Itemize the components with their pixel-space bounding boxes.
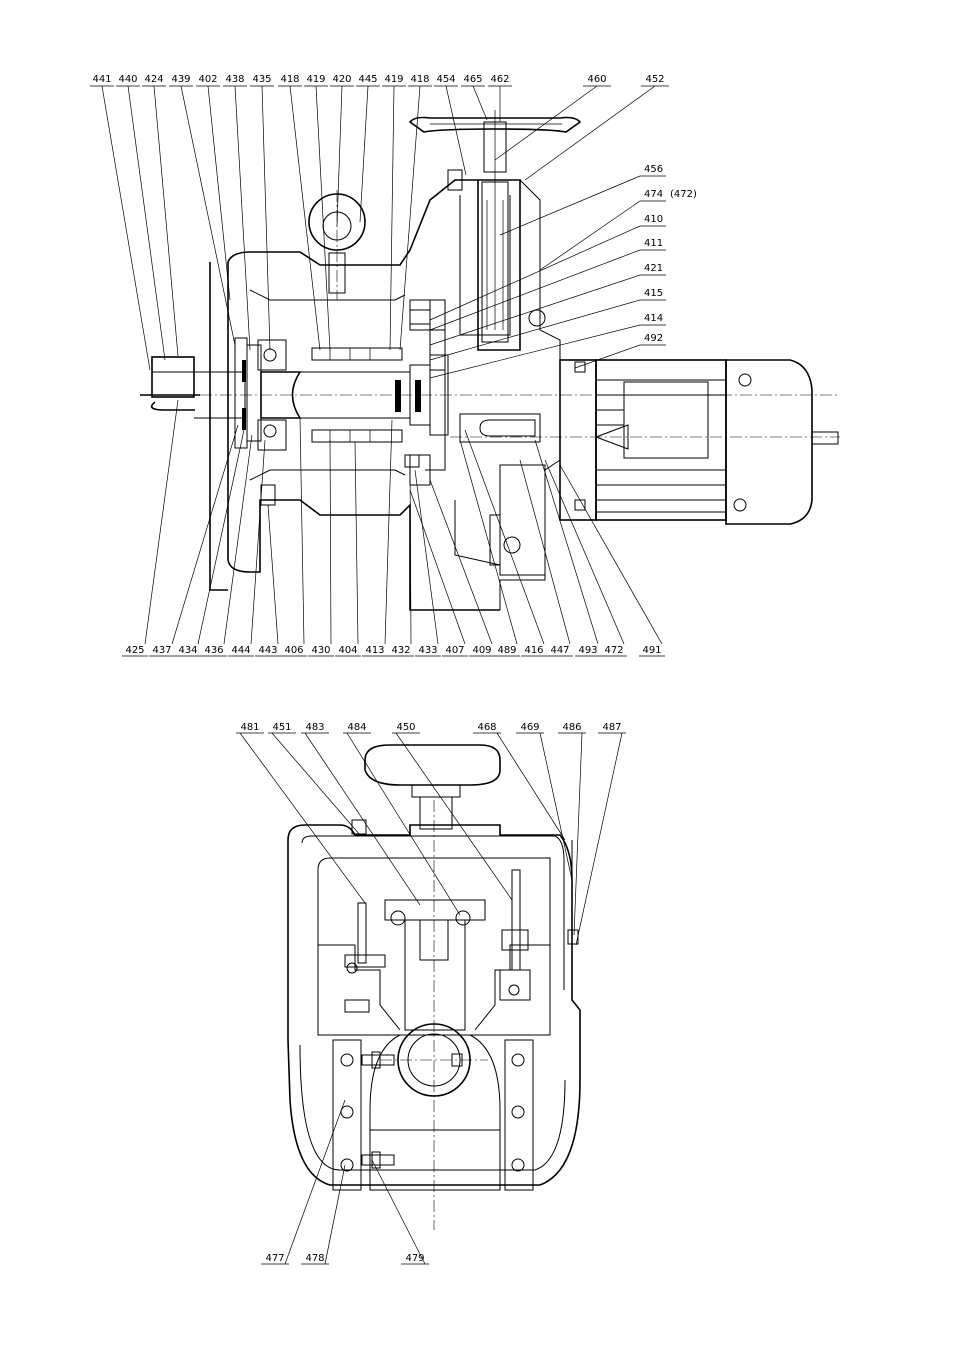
lifting-eye xyxy=(308,190,366,300)
handwheel-end xyxy=(364,744,501,830)
part-label: 493 xyxy=(578,645,597,656)
part-label: 435 xyxy=(252,74,271,85)
part-label: 492 xyxy=(644,333,663,344)
part-label: 410 xyxy=(644,214,663,225)
part-label: 441 xyxy=(92,74,111,85)
part-label: 443 xyxy=(258,645,277,656)
part-label: 421 xyxy=(644,263,663,274)
part-label: 460 xyxy=(587,74,606,85)
part-label: 419 xyxy=(384,74,403,85)
part-label: 472 xyxy=(604,645,623,656)
part-label: 465 xyxy=(463,74,482,85)
part-label: 487 xyxy=(602,722,621,733)
part-label: 452 xyxy=(645,74,664,85)
part-label: 409 xyxy=(472,645,491,656)
part-label: 419 xyxy=(306,74,325,85)
handwheel xyxy=(408,110,582,330)
part-label: 489 xyxy=(497,645,516,656)
part-label: 450 xyxy=(396,722,415,733)
side-clamp-plates xyxy=(332,1039,534,1191)
part-label: 413 xyxy=(365,645,384,656)
part-label: 477 xyxy=(265,1253,284,1264)
part-label: 430 xyxy=(311,645,330,656)
part-label: 415 xyxy=(644,288,663,299)
bottom-label-row: 425 437 434 436 444 443 406 430 404 413 432 433 407 4… xyxy=(122,399,665,657)
part-label: 424 xyxy=(144,74,163,85)
part-label: 474 xyxy=(644,189,663,200)
part-label: 440 xyxy=(118,74,137,85)
lever-mechanism xyxy=(344,869,531,1013)
right-label-column: 456 474 (472) 410 411 421 415 414 492 xyxy=(429,164,697,379)
part-label: 433 xyxy=(418,645,437,656)
part-label: 486 xyxy=(562,722,581,733)
part-label: 420 xyxy=(332,74,351,85)
end-view: 481 451 483 484 450 468 469 486 487 477 478 479 xyxy=(236,722,626,1265)
part-label: 454 xyxy=(436,74,455,85)
part-label: 479 xyxy=(405,1253,424,1264)
part-label: 481 xyxy=(240,722,259,733)
side-fittings xyxy=(567,840,579,945)
part-label: 469 xyxy=(520,722,539,733)
part-label: 437 xyxy=(152,645,171,656)
motor-flange-bolts xyxy=(260,361,586,511)
shaft-coupling xyxy=(140,337,262,449)
drive-shaft xyxy=(450,413,840,443)
part-label: (472) xyxy=(670,189,697,200)
part-label: 402 xyxy=(198,74,217,85)
part-label: 406 xyxy=(284,645,303,656)
gearbox-housing xyxy=(209,179,561,611)
part-label: 484 xyxy=(347,722,366,733)
part-label: 439 xyxy=(171,74,190,85)
worm-spindle xyxy=(409,169,509,343)
part-label: 418 xyxy=(410,74,429,85)
part-label: 416 xyxy=(524,645,543,656)
part-label: 425 xyxy=(125,645,144,656)
part-label: 491 xyxy=(642,645,661,656)
part-label: 432 xyxy=(391,645,410,656)
part-label: 451 xyxy=(272,722,291,733)
part-label: 436 xyxy=(204,645,223,656)
part-label: 407 xyxy=(445,645,464,656)
part-label: 434 xyxy=(178,645,197,656)
part-label: 438 xyxy=(225,74,244,85)
part-label: 445 xyxy=(358,74,377,85)
part-label: 411 xyxy=(644,238,663,249)
part-label: 478 xyxy=(305,1253,324,1264)
part-label: 462 xyxy=(490,74,509,85)
front-top-label-row: 481 451 483 484 450 468 469 486 487 xyxy=(236,722,626,946)
front-bottom-label-row: 477 478 479 xyxy=(261,1099,429,1265)
part-label: 444 xyxy=(231,645,250,656)
part-label: 468 xyxy=(477,722,496,733)
part-label: 418 xyxy=(280,74,299,85)
part-label: 414 xyxy=(644,313,663,324)
sectional-view: 441 440 424 439 402 438 435 418 419 420 445 419 418 4… xyxy=(90,74,840,657)
electric-motor xyxy=(559,359,839,525)
part-label: 404 xyxy=(338,645,357,656)
part-label: 456 xyxy=(644,164,663,175)
top-label-row: 441 440 424 439 402 438 435 418 419 420 445 419 418 4… xyxy=(90,74,669,371)
central-bore xyxy=(369,1023,501,1191)
part-label: 447 xyxy=(550,645,569,656)
bearings xyxy=(242,339,421,451)
part-label: 483 xyxy=(305,722,324,733)
